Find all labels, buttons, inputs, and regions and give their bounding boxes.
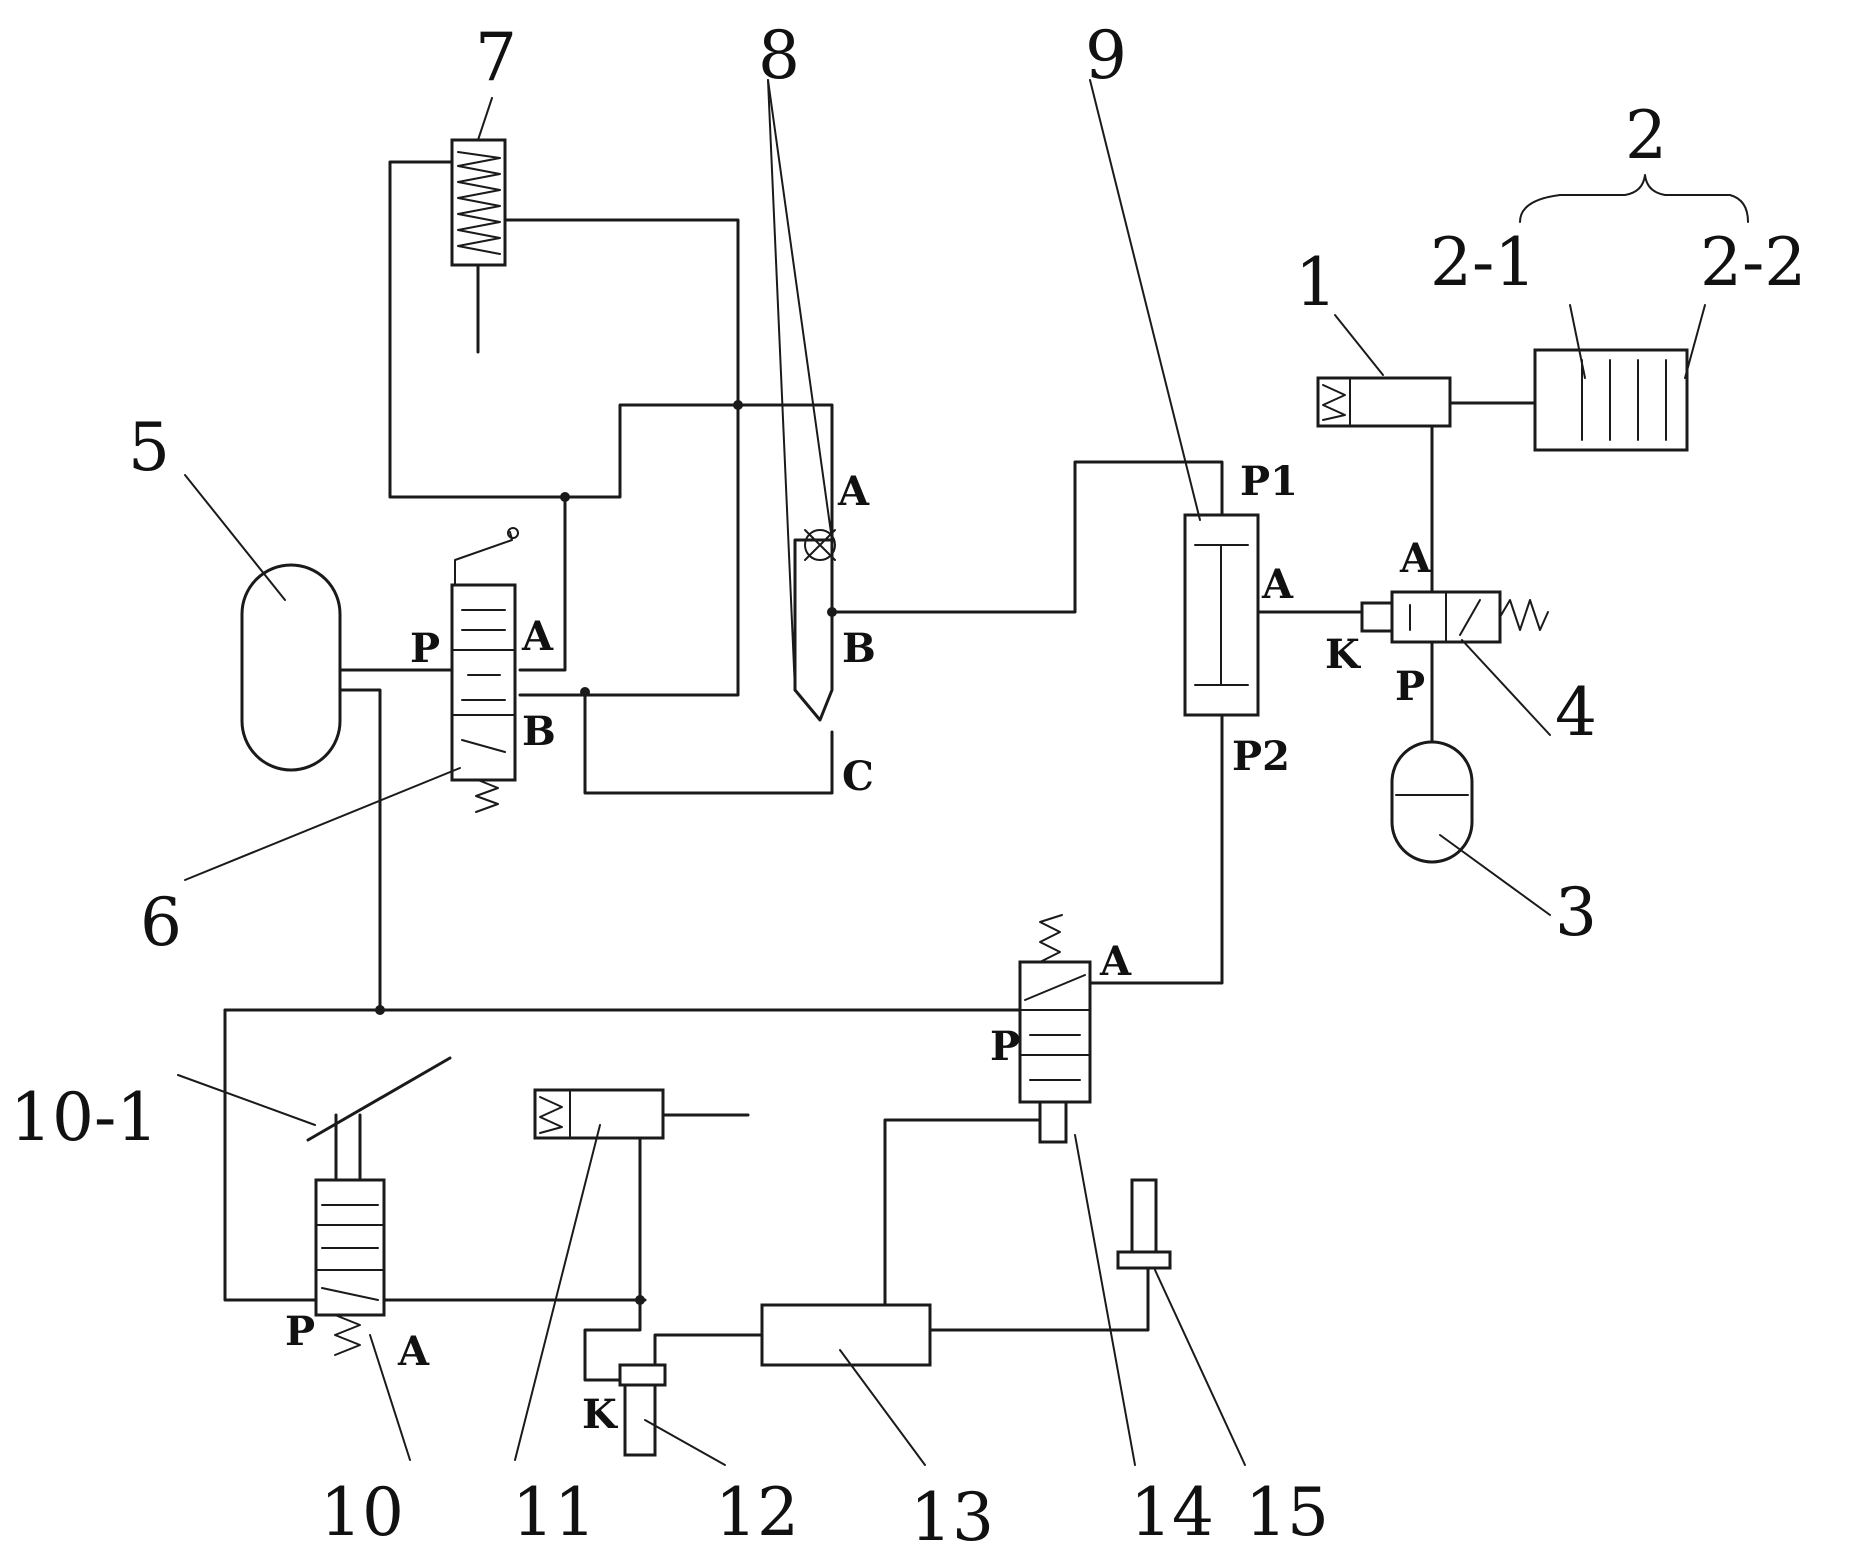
port-valve9-A: A <box>1261 561 1294 608</box>
label-14: 14 <box>1130 1474 1214 1551</box>
label-15: 15 <box>1245 1474 1329 1551</box>
lever-valve-10-stem <box>336 1115 360 1180</box>
junction-dots <box>375 400 837 1305</box>
pipe-13-to-sensor15 <box>930 1260 1148 1330</box>
label-13: 13 <box>910 1479 994 1556</box>
leader-13 <box>840 1350 925 1465</box>
brake-cylinder-1 <box>1318 378 1450 426</box>
shuttle-valve-8 <box>795 530 835 720</box>
junction-dot <box>733 400 743 410</box>
shuttle-valve-8-body <box>795 540 832 720</box>
label-2-2: 2-2 <box>1700 224 1806 301</box>
valve-12-cap <box>620 1365 665 1385</box>
port-valve10-A: A <box>397 1328 430 1375</box>
pipe-left-loop <box>225 1010 318 1300</box>
pipe-cyl11-down <box>585 1135 640 1380</box>
sensor-15-stem <box>1132 1180 1156 1260</box>
pipe-valve6B-to-shuttle8C <box>585 690 832 793</box>
sensor-15 <box>1118 1180 1245 1465</box>
port-valve4-K: K <box>1325 631 1361 678</box>
air-tank-3-body <box>1392 742 1472 862</box>
port-valve14-P: P <box>990 1023 1020 1070</box>
relay-valve-9 <box>1185 515 1258 715</box>
controller-13 <box>762 1305 930 1465</box>
changeover-valve-6 <box>452 528 518 812</box>
label-1: 1 <box>1295 244 1337 321</box>
label-8: 8 <box>758 17 800 94</box>
leader-2-2 <box>1685 305 1705 378</box>
leader-3 <box>1440 835 1550 915</box>
leader-14 <box>1075 1135 1135 1465</box>
sensor-15-flange <box>1118 1252 1170 1268</box>
label-10-1: 10-1 <box>10 1079 158 1156</box>
regulating-valve-7 <box>452 140 505 352</box>
port-valve6-B: B <box>522 708 556 755</box>
lever-valve-10-pedal <box>308 1058 450 1140</box>
control-valve-14-solenoid <box>1040 1102 1066 1142</box>
port-valve6-A: A <box>521 613 554 660</box>
changeover-valve-6-spring <box>476 780 498 812</box>
port-valve9-P2: P2 <box>1232 733 1290 780</box>
brake-unit-2-brace <box>1520 175 1748 222</box>
leader-12 <box>645 1420 725 1465</box>
pipe-tank5-down <box>340 690 380 1010</box>
air-tank-3 <box>1392 742 1550 915</box>
label-7: 7 <box>475 19 517 96</box>
port-shuttle8-C: C <box>842 753 874 800</box>
leader-10-1 <box>178 1075 315 1125</box>
leader-6 <box>185 768 460 880</box>
label-9: 9 <box>1085 17 1127 94</box>
valve-12-body <box>625 1385 655 1455</box>
port-shuttle8-A: A <box>837 468 870 515</box>
pilot-valve-4-spring <box>1500 600 1548 630</box>
lever-valve-10-spring <box>335 1315 360 1355</box>
label-12: 12 <box>715 1474 799 1551</box>
junction-dot <box>635 1295 645 1305</box>
port-shuttle8-B: B <box>842 625 876 672</box>
leader-4 <box>1462 640 1550 735</box>
label-4: 4 <box>1555 674 1597 751</box>
port-valve12-K: K <box>582 1391 618 1438</box>
label-11: 11 <box>512 1474 596 1551</box>
port-valve4-P: P <box>1395 663 1425 710</box>
junction-dot <box>560 492 570 502</box>
port-valve14-A: A <box>1099 938 1132 985</box>
pipe-valve12-to-13 <box>655 1335 762 1365</box>
label-5: 5 <box>128 409 170 486</box>
leader-5 <box>185 475 285 600</box>
pilot-valve-4 <box>1362 592 1550 735</box>
label-3: 3 <box>1555 874 1597 951</box>
port-valve9-P1: P1 <box>1240 458 1298 505</box>
port-valve4-A: A <box>1399 535 1432 582</box>
control-valve-14-spring <box>1040 915 1062 962</box>
lever-valve-10 <box>178 1058 450 1460</box>
pipe-valve9-to-shuttle8 <box>832 462 1222 612</box>
leader-9 <box>1090 80 1200 520</box>
leader-1 <box>1335 315 1383 375</box>
junction-dot <box>580 687 590 697</box>
valve-12 <box>620 1365 725 1465</box>
leader-15 <box>1155 1270 1245 1465</box>
pipe-13-to-valve14 <box>885 1120 1038 1305</box>
port-valve6-P: P <box>410 625 440 672</box>
changeover-valve-6-body <box>452 585 515 780</box>
controller-13-body <box>762 1305 930 1365</box>
label-10: 10 <box>320 1474 404 1551</box>
leader-7 <box>478 98 492 140</box>
air-tank-5-body <box>242 565 340 770</box>
pilot-valve-4-pilot <box>1362 603 1392 631</box>
junction-dot <box>375 1005 385 1015</box>
air-tank-5 <box>242 565 340 770</box>
port-valve10-P: P <box>285 1308 315 1355</box>
brake-cylinder-1-body <box>1318 378 1450 426</box>
changeover-valve-6-lever <box>455 532 512 585</box>
control-valve-14 <box>1020 915 1135 1465</box>
label-2-1: 2-1 <box>1430 224 1536 301</box>
label-6: 6 <box>140 884 182 961</box>
label-2: 2 <box>1625 97 1667 174</box>
